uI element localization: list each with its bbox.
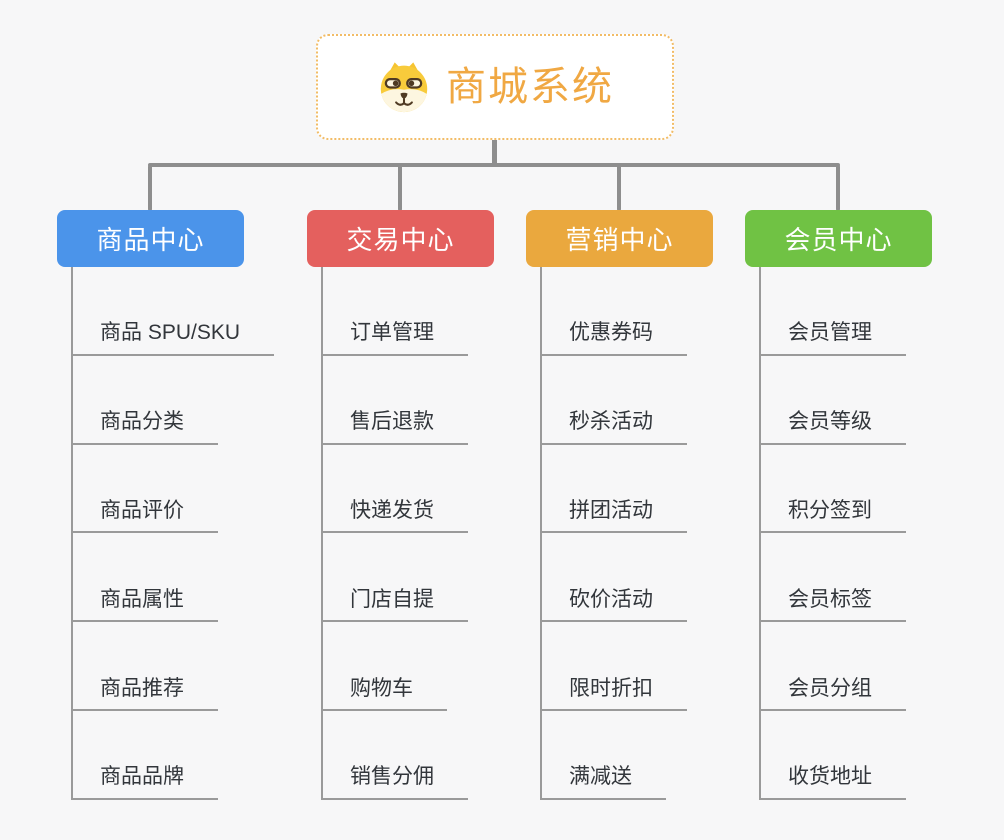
connector-drop-3 xyxy=(617,165,621,211)
branch-vline-member xyxy=(759,267,761,800)
topic-member-level[interactable]: 会员等级 xyxy=(759,408,906,445)
branch-vline-product xyxy=(71,267,73,800)
connector-drop-2 xyxy=(398,165,402,211)
topic-member-group[interactable]: 会员分组 xyxy=(759,675,906,711)
topic-product-brand[interactable]: 商品品牌 xyxy=(71,763,218,800)
branch-header-label: 会员中心 xyxy=(784,225,893,255)
branch-header-product[interactable]: 商品中心 xyxy=(57,210,244,267)
topic-product-category[interactable]: 商品分类 xyxy=(71,408,218,445)
topic-store-pickup[interactable]: 门店自提 xyxy=(321,586,468,623)
topic-limited-discount[interactable]: 限时折扣 xyxy=(540,675,687,711)
topic-bargain-activity[interactable]: 砍价活动 xyxy=(540,586,687,623)
branch-header-label: 营销中心 xyxy=(565,225,674,255)
root-topic-title: 商城系统 xyxy=(446,65,614,109)
topic-member-management[interactable]: 会员管理 xyxy=(759,319,906,356)
topic-spend-and-save[interactable]: 满减送 xyxy=(540,763,666,800)
branch-vline-trade xyxy=(321,267,323,800)
branch-vline-marketing xyxy=(540,267,542,800)
topic-group-buy[interactable]: 拼团活动 xyxy=(540,497,687,534)
connector-bus xyxy=(148,163,840,167)
branch-header-label: 交易中心 xyxy=(346,225,455,255)
branch-items-trade: 订单管理 售后退款 快递发货 门店自提 购物车 销售分佣 xyxy=(321,267,468,800)
branch-header-marketing[interactable]: 营销中心 xyxy=(526,210,713,267)
root-topic[interactable]: 商城系统 xyxy=(316,34,674,140)
topic-coupon-code[interactable]: 优惠券码 xyxy=(540,319,687,356)
connector-drop-1 xyxy=(148,165,152,211)
branch-items-marketing: 优惠券码 秒杀活动 拼团活动 砍价活动 限时折扣 满减送 xyxy=(540,267,687,800)
topic-shipping-address[interactable]: 收货地址 xyxy=(759,763,906,800)
topic-product-spu-sku[interactable]: 商品 SPU/SKU xyxy=(71,319,275,356)
shiba-dog-icon xyxy=(380,62,428,113)
branch-header-trade[interactable]: 交易中心 xyxy=(307,210,494,267)
topic-flash-sale[interactable]: 秒杀活动 xyxy=(540,408,687,445)
topic-aftersale-refund[interactable]: 售后退款 xyxy=(321,408,468,445)
branch-header-member[interactable]: 会员中心 xyxy=(745,210,932,267)
branch-header-label: 商品中心 xyxy=(96,225,205,255)
topic-product-attribute[interactable]: 商品属性 xyxy=(71,586,218,623)
connector-drop-4 xyxy=(836,165,840,211)
connector-root-stub xyxy=(492,140,497,166)
branch-items-product: 商品 SPU/SKU 商品分类 商品评价 商品属性 商品推荐 商品品牌 xyxy=(71,267,275,800)
topic-sales-commission[interactable]: 销售分佣 xyxy=(321,763,468,800)
topic-product-review[interactable]: 商品评价 xyxy=(71,497,218,534)
topic-member-tag[interactable]: 会员标签 xyxy=(759,586,906,623)
topic-order-management[interactable]: 订单管理 xyxy=(321,319,468,356)
topic-product-recommend[interactable]: 商品推荐 xyxy=(71,675,218,711)
topic-points-checkin[interactable]: 积分签到 xyxy=(759,497,906,534)
topic-express-shipping[interactable]: 快递发货 xyxy=(321,497,468,534)
branch-items-member: 会员管理 会员等级 积分签到 会员标签 会员分组 收货地址 xyxy=(759,267,906,800)
topic-shopping-cart[interactable]: 购物车 xyxy=(321,675,447,711)
